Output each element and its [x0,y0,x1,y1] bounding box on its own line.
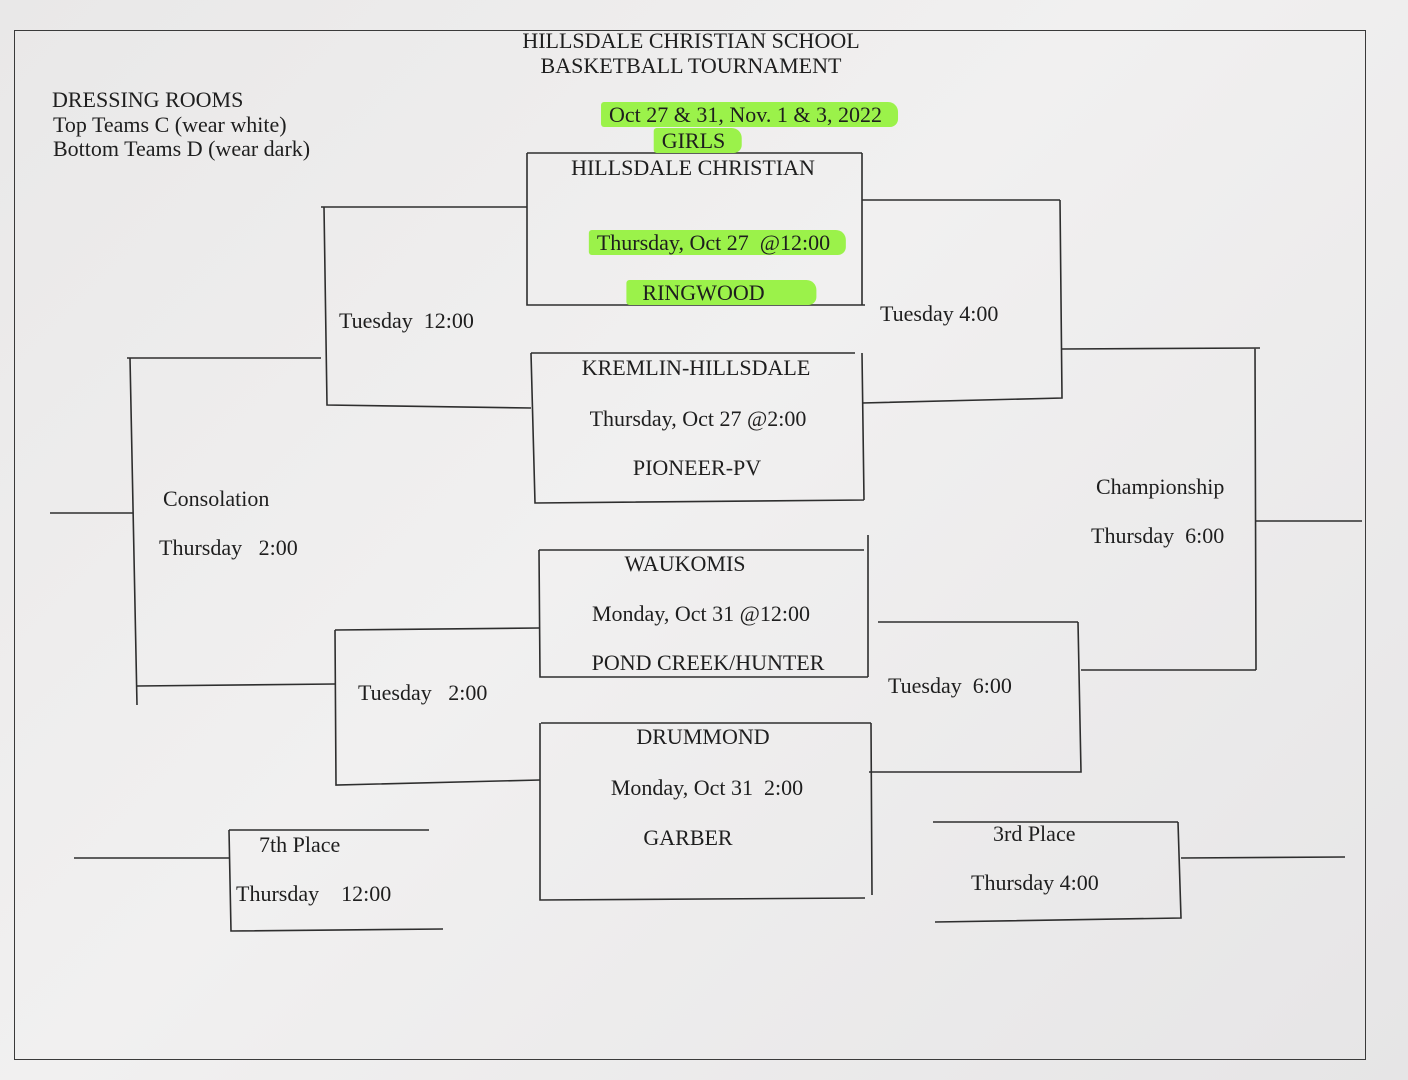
game1-box [526,152,865,306]
right-bottom-round-time: Tuesday 6:00 [888,673,1012,698]
game1-team-top: HILLSDALE CHRISTIAN [571,155,815,180]
championship-bracket [1061,347,1362,671]
consolation-bracket [50,357,336,706]
dates-highlight: Oct 27 & 31, Nov. 1 & 3, 2022 [601,102,898,127]
right-top-bracket [861,199,1063,404]
game3-team-bottom: POND CREEK/HUNTER [591,650,825,675]
third-place-bracket [933,821,1346,923]
game1-time-highlight: Thursday, Oct 27 @12:00 [588,230,847,255]
right-top-round-time: Tuesday 4:00 [880,301,999,326]
dressing-rooms-top: Top Teams C (wear white) [53,112,287,137]
dressing-rooms-title: DRESSING ROOMS [52,87,244,112]
seventh-place-time: Thursday 12:00 [236,881,392,906]
left-bottom-round-time: Tuesday 2:00 [358,680,488,705]
consolation-time: Thursday 2:00 [159,535,298,560]
game4-team-bottom: GARBER [643,825,733,850]
game3-time: Monday, Oct 31 @12:00 [591,601,811,626]
seventh-place-label: 7th Place [259,832,341,857]
game3-box [538,535,869,678]
game1-bottom-highlight: RINGWOOD [626,280,817,305]
tournament-title: BASKETBALL TOURNAMENT [540,53,842,78]
division-highlight: GIRLS [653,128,742,153]
left-top-bracket [321,206,532,409]
game1-time: Thursday, Oct 27 @12:00 [578,207,847,255]
left-top-round-time: Tuesday 12:00 [339,308,474,333]
game2-time: Thursday, Oct 27 @2:00 [589,406,807,431]
right-bottom-bracket [869,621,1082,773]
game3-team-top: WAUKOMIS [624,551,746,576]
consolation-label: Consolation [163,486,270,511]
dressing-rooms-bottom: Bottom Teams D (wear dark) [53,136,311,161]
school-title: HILLSDALE CHRISTIAN SCHOOL [522,28,860,53]
game4-box [539,722,873,901]
game4-time: Monday, Oct 31 2:00 [610,775,804,800]
page-border [14,30,1366,1060]
third-place-time: Thursday 4:00 [971,870,1099,895]
tournament-dates: Oct 27 & 31, Nov. 1 & 3, 2022 [590,79,898,127]
game2-box [530,352,865,504]
division-label: GIRLS [643,105,742,153]
game4-team-top: DRUMMOND [636,724,770,749]
game2-team-top: KREMLIN-HILLSDALE [581,355,811,380]
seventh-place-bracket [74,829,444,932]
championship-time: Thursday 6:00 [1091,523,1225,548]
left-bottom-bracket [334,627,541,786]
game2-team-bottom: PIONEER-PV [632,455,762,480]
game1-team-bottom: RINGWOOD [615,257,817,305]
third-place-label: 3rd Place [993,821,1076,846]
championship-label: Championship [1096,474,1225,499]
